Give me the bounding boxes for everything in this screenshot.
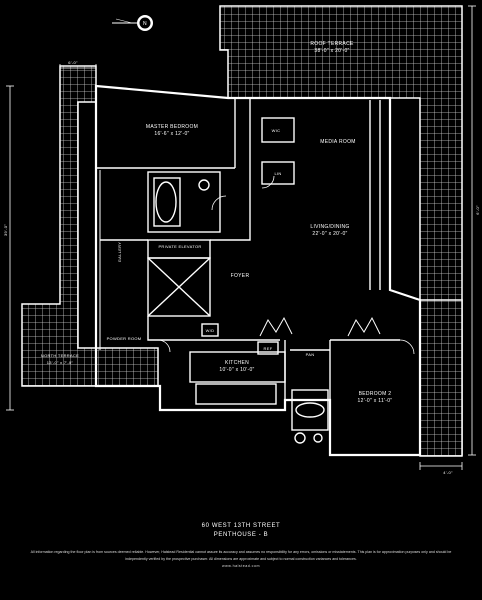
dim-top-left: 6'-0" xyxy=(68,60,78,65)
east-terrace-area xyxy=(419,299,463,457)
title-line-1: 60 WEST 13TH STREET xyxy=(202,523,281,529)
disclaimer-footer: All information regarding the floor plan… xyxy=(30,549,452,570)
room-labels: ROOF TERRACE 38'-0" x 20'-0" MASTER BEDR… xyxy=(41,41,393,404)
kitchen-dims: 10'-0" x 10'-0" xyxy=(219,367,254,373)
powder-room-name: POWDER ROOM xyxy=(107,336,142,341)
wic-tag: WIC xyxy=(272,128,281,133)
title-block: 60 WEST 13TH STREET PENTHOUSE - B xyxy=(202,523,281,538)
dim-right-vertical: 6'-0" xyxy=(475,205,480,215)
wd-tag: W/D xyxy=(206,328,215,333)
foyer-name: FOYER xyxy=(231,273,250,279)
website-link[interactable]: www.halstead.com xyxy=(222,564,260,569)
compass-icon: N xyxy=(112,15,153,31)
master-bedroom-name: MASTER BEDROOM xyxy=(146,124,198,130)
dim-left-vertical: 39'-0" xyxy=(3,224,8,236)
north-terrace-dims: 13'-0" x 7'-0" xyxy=(47,360,74,365)
kitchen-name: KITCHEN xyxy=(225,360,249,366)
interior-walls xyxy=(96,98,415,455)
media-room-name: MEDIA ROOM xyxy=(320,139,356,145)
dimension-labels: 6'-0" 39'-0" 6'-0" 4'-0" xyxy=(3,60,480,475)
pan-tag: PAN xyxy=(306,352,315,357)
title-line-2: PENTHOUSE - B xyxy=(214,532,268,538)
terrace-tiles xyxy=(21,5,463,457)
bedroom-2-name: BEDROOM 2 xyxy=(359,391,392,397)
dim-bottom-right: 4'-0" xyxy=(443,470,453,475)
living-dining-name: LIVING/DINING xyxy=(310,224,349,230)
private-elevator-name: PRIVATE ELEVATOR xyxy=(158,244,201,249)
living-dining-dims: 22'-0" x 20'-0" xyxy=(312,231,347,237)
dimension-lines xyxy=(6,5,476,470)
master-bedroom-dims: 16'-6" x 12'-0" xyxy=(154,131,189,137)
roof-terrace-name: ROOF TERRACE xyxy=(310,41,354,47)
gallery-name: GALLERY xyxy=(117,242,122,263)
ref-tag: REF xyxy=(264,346,273,351)
roof-terrace-dims: 38'-0" x 20'-0" xyxy=(314,48,349,54)
disclaimer-text: All information regarding the floor plan… xyxy=(30,550,452,561)
compass-label: N xyxy=(143,21,147,27)
bedroom-2-dims: 12'-0" x 11'-0" xyxy=(358,398,393,404)
north-terrace-name: NORTH TERRACE xyxy=(41,353,79,358)
lin-tag: LIN xyxy=(274,171,281,176)
